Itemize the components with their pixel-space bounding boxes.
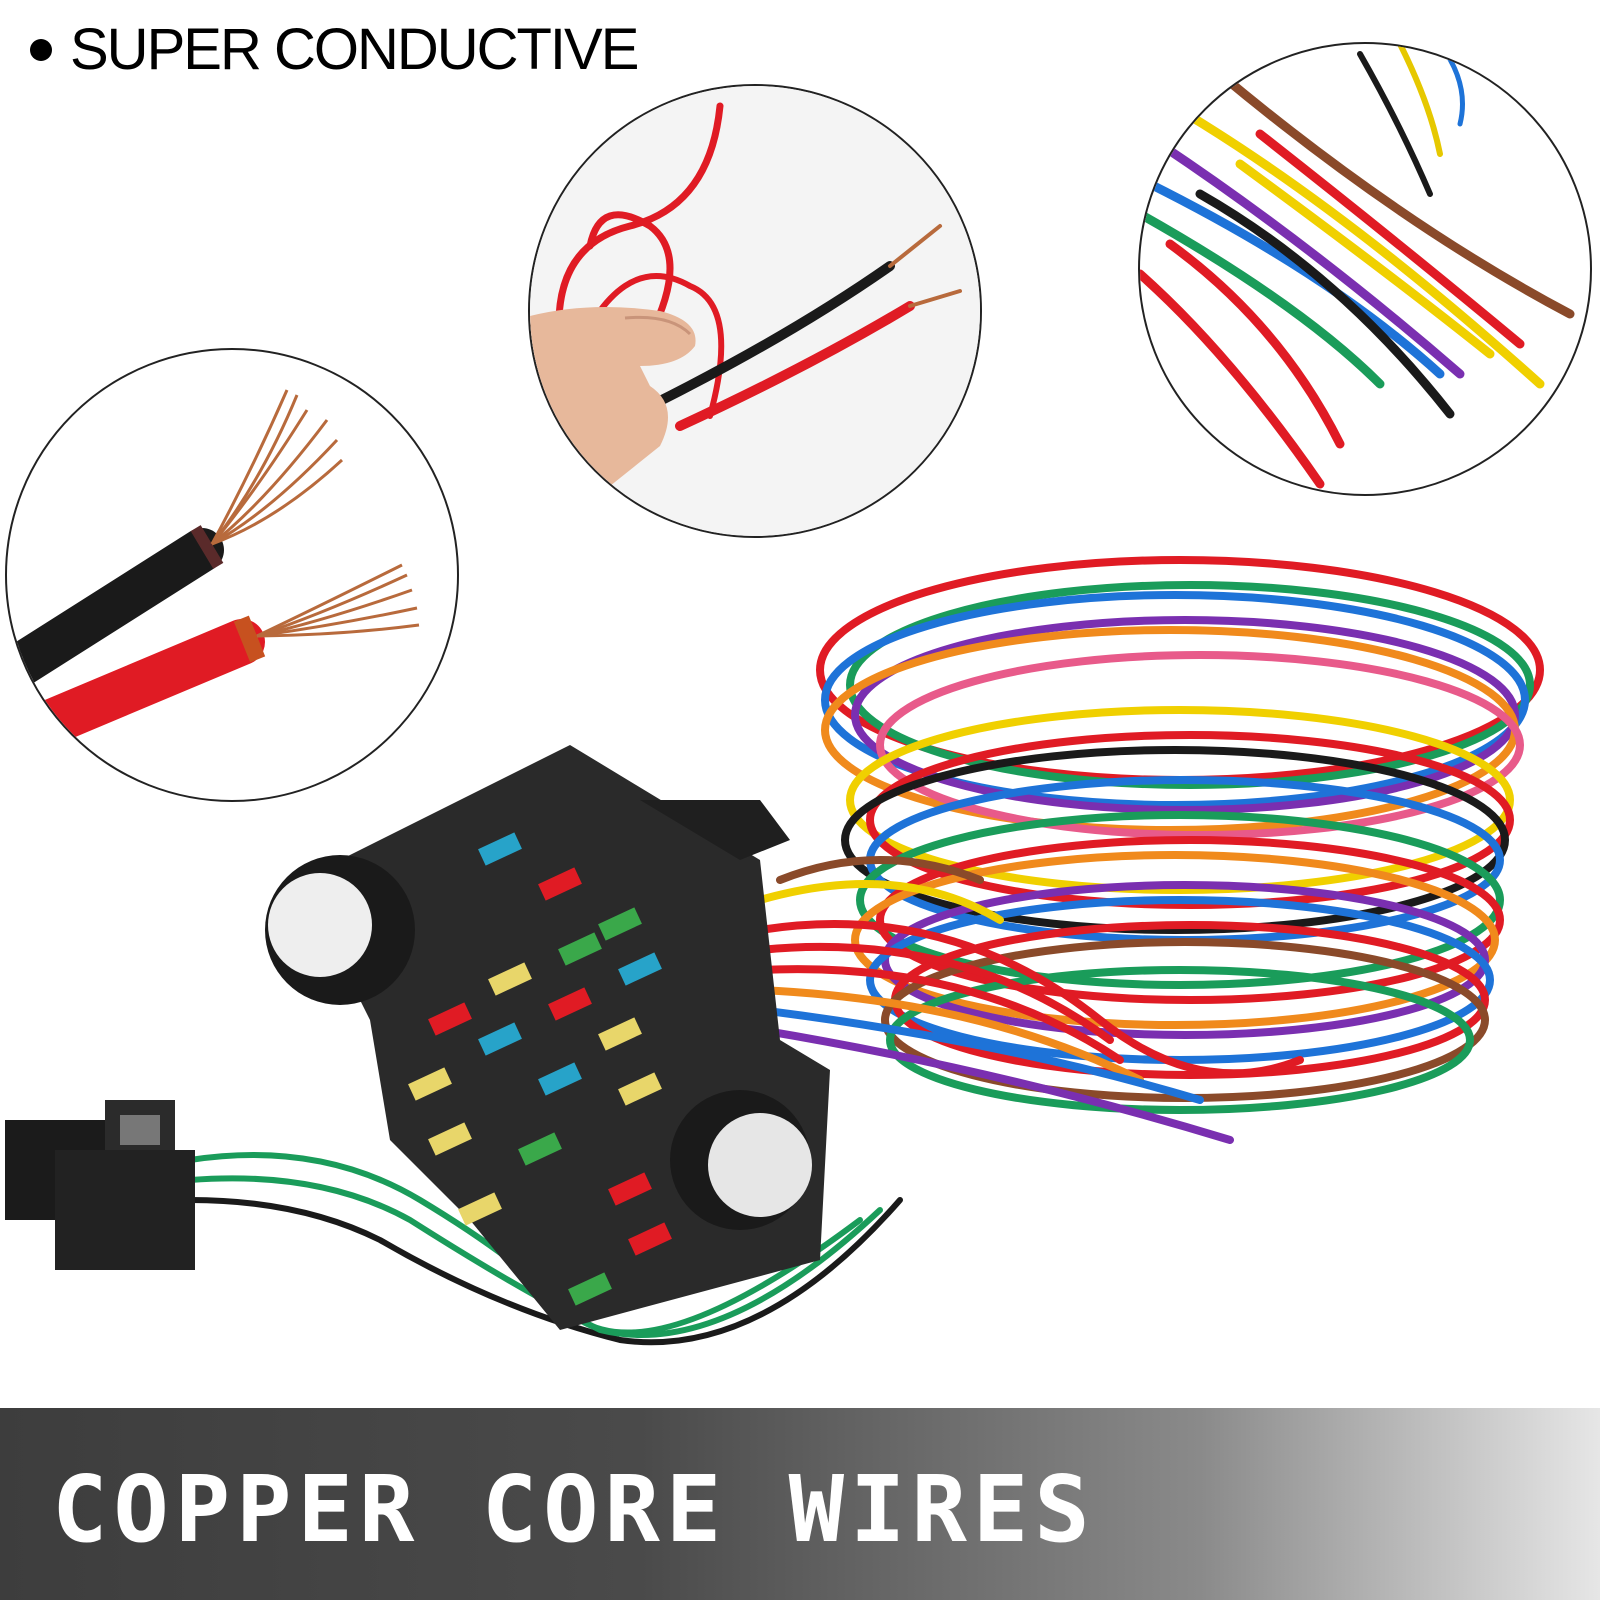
harness-wires — [756, 856, 1304, 1144]
multicolor-wires-illustration — [1140, 44, 1575, 489]
wiring-harness-scene — [0, 500, 1600, 1400]
fuse-box — [265, 745, 830, 1330]
bullet-icon — [30, 39, 52, 61]
wire-coil — [816, 556, 1544, 1114]
banner-text: COPPER CORE WIRES — [52, 1456, 1096, 1563]
headline: SUPER CONDUCTIVE — [30, 17, 639, 82]
bottom-banner: COPPER CORE WIRES — [0, 1408, 1600, 1600]
wire-in-hand-illustration — [530, 86, 980, 536]
multicolor-wires-circle — [1138, 42, 1592, 496]
wire-in-hand-circle — [528, 84, 982, 538]
connector-plug — [5, 1100, 195, 1270]
fuses — [408, 832, 672, 1306]
headline-text: SUPER CONDUCTIVE — [70, 17, 639, 82]
harness-illustration — [5, 556, 1544, 1346]
